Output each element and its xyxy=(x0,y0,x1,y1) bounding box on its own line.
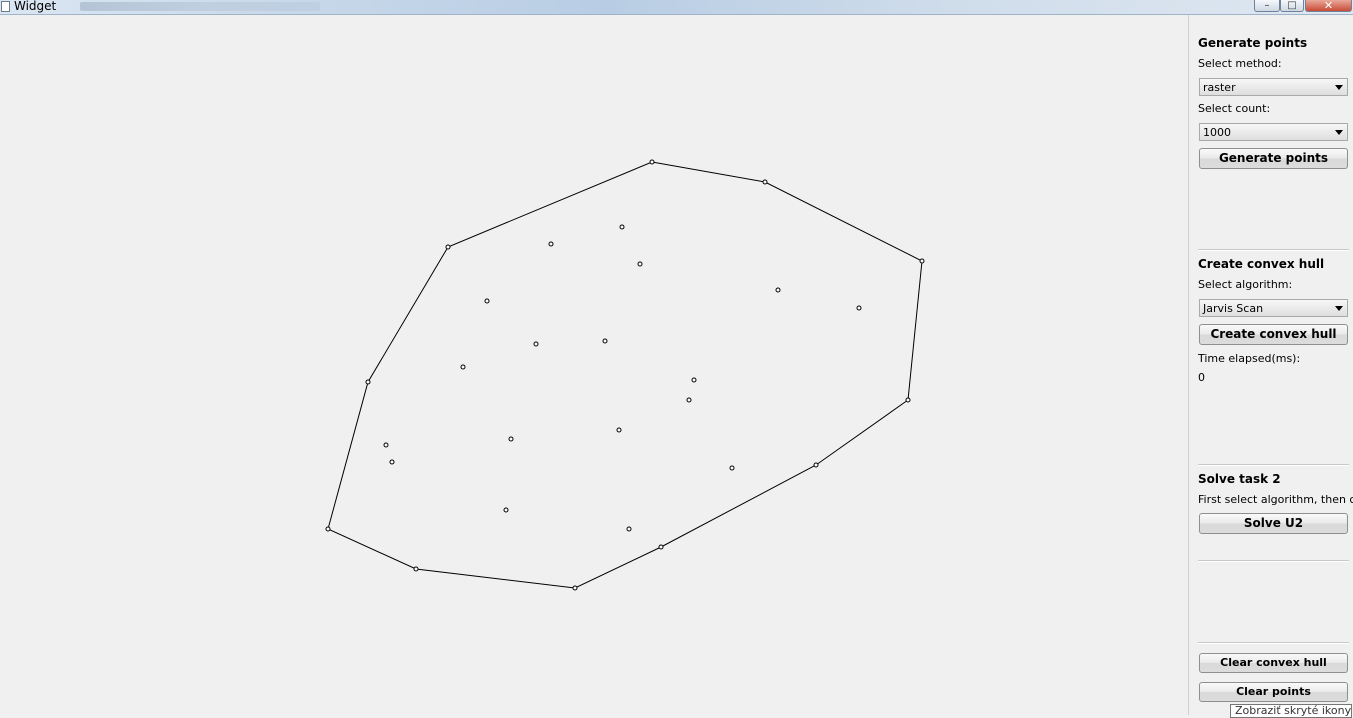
chevron-down-icon xyxy=(1335,130,1343,135)
algorithm-select-value: Jarvis Scan xyxy=(1203,302,1264,315)
method-select-value: raster xyxy=(1203,81,1236,94)
method-label: Select method: xyxy=(1198,57,1282,70)
tooltip: Zobraziť skryté ikony xyxy=(1230,704,1352,718)
task2-hint: First select algorithm, then click xyxy=(1198,493,1353,506)
hull-vertex-point xyxy=(813,462,819,468)
separator xyxy=(1198,560,1349,562)
point xyxy=(619,224,625,230)
algorithm-select[interactable]: Jarvis Scan xyxy=(1199,299,1348,317)
hull-vertex-point xyxy=(365,379,371,385)
title-bar[interactable]: Widget – □ ✕ xyxy=(0,0,1353,15)
chevron-down-icon xyxy=(1335,85,1343,90)
point xyxy=(484,298,490,304)
point xyxy=(729,465,735,471)
point xyxy=(503,507,509,513)
hull-vertex-point xyxy=(325,526,331,532)
hull-vertex-point xyxy=(572,585,578,591)
point xyxy=(389,459,395,465)
point xyxy=(602,338,608,344)
create-convex-hull-button[interactable]: Create convex hull xyxy=(1199,324,1348,345)
hull-vertex-point xyxy=(445,244,451,250)
chevron-down-icon xyxy=(1335,306,1343,311)
separator xyxy=(1198,642,1349,644)
point xyxy=(691,377,697,383)
clear-points-button[interactable]: Clear points xyxy=(1199,682,1348,702)
point xyxy=(686,397,692,403)
point xyxy=(383,442,389,448)
separator xyxy=(1198,464,1349,466)
close-button[interactable]: ✕ xyxy=(1305,0,1352,12)
hull-vertex-point xyxy=(905,397,911,403)
hull-section-title: Create convex hull xyxy=(1198,257,1325,271)
hull-vertex-point xyxy=(649,159,655,165)
time-elapsed-value: 0 xyxy=(1198,371,1205,384)
point xyxy=(533,341,539,347)
task2-section-title: Solve task 2 xyxy=(1198,472,1281,486)
hull-vertex-point xyxy=(413,566,419,572)
solve-u2-button[interactable]: Solve U2 xyxy=(1199,513,1348,534)
window-title: Widget xyxy=(14,0,57,13)
point xyxy=(775,287,781,293)
point xyxy=(626,526,632,532)
app-icon xyxy=(1,1,10,12)
points-plot xyxy=(325,159,925,591)
generate-section-title: Generate points xyxy=(1198,36,1308,50)
count-select[interactable]: 1000 xyxy=(1199,123,1348,141)
points-group xyxy=(325,159,925,591)
hull-vertex-point xyxy=(919,258,925,264)
generate-points-button[interactable]: Generate points xyxy=(1199,148,1348,169)
hull-vertex-point xyxy=(658,544,664,550)
point xyxy=(637,261,643,267)
algorithm-label: Select algorithm: xyxy=(1198,278,1293,291)
hull-vertex-point xyxy=(762,179,768,185)
point xyxy=(460,364,466,370)
separator xyxy=(1198,249,1349,251)
clear-convex-hull-button[interactable]: Clear convex hull xyxy=(1199,653,1348,673)
control-panel: Generate points Select method: raster Se… xyxy=(1188,15,1353,715)
point xyxy=(548,241,554,247)
drawing-canvas[interactable] xyxy=(0,15,1188,715)
convex-hull-polygon xyxy=(327,161,923,589)
point xyxy=(616,427,622,433)
time-elapsed-label: Time elapsed(ms): xyxy=(1198,352,1301,365)
count-label: Select count: xyxy=(1198,102,1271,115)
blurred-path-text xyxy=(80,2,320,11)
count-select-value: 1000 xyxy=(1203,126,1231,139)
point xyxy=(856,305,862,311)
method-select[interactable]: raster xyxy=(1199,78,1348,96)
point xyxy=(508,436,514,442)
minimize-button[interactable]: – xyxy=(1254,0,1280,12)
maximize-button[interactable]: □ xyxy=(1280,0,1304,12)
